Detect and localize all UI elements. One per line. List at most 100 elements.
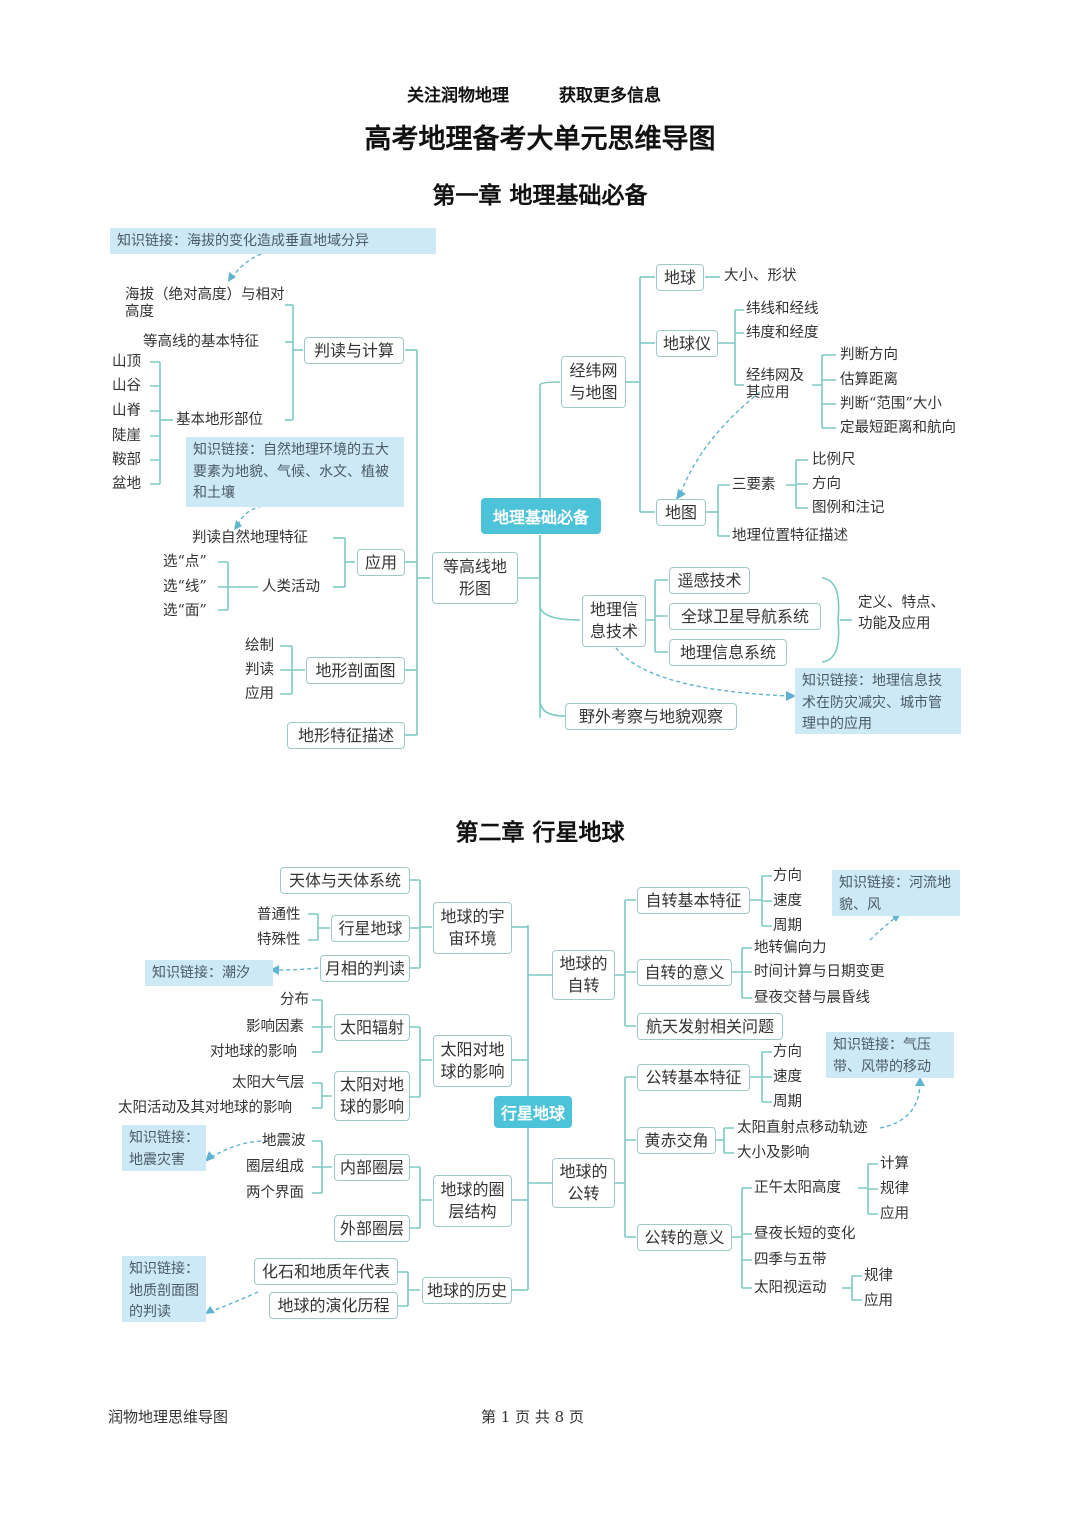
footer-left: 润物地理思维导图 (108, 1408, 229, 1426)
label-factors: 影响因素 (246, 1019, 304, 1035)
chapter2-title: 第二章 行星地球 (455, 820, 625, 846)
note-environment: 知识链接：自然地理环境的五大要素为地貌、气候、水文、植被和土壤 (186, 437, 404, 507)
rot-meaning-1: 时间计算与日期变更 (754, 964, 885, 980)
node-cosmic-env: 地球的宇宙环境 (433, 902, 512, 954)
grid-use-1: 估算距离 (840, 372, 898, 388)
node-terrain-desc: 地形特征描述 (287, 722, 405, 749)
select-0: 选“点” (163, 554, 207, 570)
element-0: 比例尺 (812, 452, 856, 468)
node-rev-meaning: 公转的意义 (637, 1224, 732, 1251)
label-location-desc: 地理位置特征描述 (732, 528, 848, 544)
node-rev-features: 公转基本特征 (637, 1064, 750, 1091)
node-gnss: 全球卫星导航系统 (669, 603, 821, 630)
node-rotation: 地球的自转 (552, 950, 615, 1000)
header-info: 获取更多信息 (559, 86, 661, 106)
label-day-length: 昼夜长短的变化 (754, 1226, 856, 1242)
node-rs: 遥感技术 (669, 567, 750, 594)
landform-0: 山顶 (112, 354, 141, 370)
label-particularity: 特殊性 (257, 932, 301, 948)
label-layers: 圈层组成 (246, 1159, 304, 1175)
note-section: 知识链接：地质剖面图的判读 (122, 1256, 206, 1322)
rev-item-0: 方向 (773, 1044, 802, 1060)
node-earth-layers: 地球的圈层结构 (433, 1175, 512, 1227)
obl-item-1: 大小及影响 (737, 1145, 810, 1161)
node-solar-on-earth: 太阳对地球的影响 (334, 1071, 410, 1121)
landform-1: 山谷 (112, 378, 141, 394)
node-planet-earth: 行星地球 (331, 915, 410, 942)
node-profile: 地形剖面图 (306, 657, 405, 684)
label-noon-sun: 正午太阳高度 (754, 1180, 841, 1196)
label-interfaces: 两个界面 (246, 1185, 304, 1201)
node-globe: 地球仪 (656, 330, 718, 357)
label-def-features: 定义、特点、功能及应用 (858, 595, 945, 633)
rot-item-2: 周期 (773, 918, 802, 934)
note-river: 知识链接：河流地貌、风 (832, 870, 960, 916)
main-title: 高考地理备考大单元思维导图 (364, 124, 716, 155)
obl-item-0: 太阳直射点移动轨迹 (737, 1120, 868, 1136)
node-sun-effect: 太阳对地球的影响 (433, 1035, 512, 1087)
node-read-calc: 判读与计算 (304, 337, 404, 364)
rot-item-0: 方向 (773, 868, 802, 884)
landform-2: 山脊 (112, 403, 141, 419)
rot-meaning-2: 昼夜交替与晨昏线 (754, 990, 870, 1006)
label-three-elements: 三要素 (732, 477, 776, 493)
label-earth-size: 大小、形状 (724, 268, 797, 284)
element-2: 图例和注记 (812, 500, 885, 516)
note-gis: 知识链接：地理信息技术在防灾减灾、城市管理中的应用 (795, 668, 961, 734)
noon-item-0: 计算 (880, 1156, 909, 1172)
label-contour-features: 等高线的基本特征 (143, 334, 259, 350)
root-node-ch2: 行星地球 (494, 1096, 572, 1128)
profile-item-0: 绘制 (245, 638, 274, 654)
label-distribution: 分布 (280, 992, 309, 1008)
rev-item-2: 周期 (773, 1094, 802, 1110)
footer-page: 第 1 页 共 8 页 (481, 1408, 584, 1426)
label-grid-app: 经纬网及其应用 (746, 368, 804, 402)
grid-use-2: 判断“范围”大小 (840, 396, 942, 412)
node-spaceflight: 航天发射相关问题 (637, 1013, 783, 1040)
label-universality: 普通性 (257, 907, 301, 923)
node-map: 地图 (656, 499, 706, 526)
node-inner-layers: 内部圈层 (334, 1154, 410, 1181)
node-solar-radiation: 太阳辐射 (334, 1014, 410, 1041)
label-lines1: 纬线和经线 (746, 301, 819, 317)
select-2: 选“面” (163, 603, 207, 619)
label-judge-natural: 判读自然地理特征 (192, 530, 308, 546)
rot-meaning-0: 地转偏向力 (754, 940, 827, 956)
landform-5: 盆地 (112, 476, 141, 492)
node-outer-layers: 外部圈层 (334, 1215, 410, 1242)
rev-item-1: 速度 (773, 1069, 802, 1085)
label-seasons: 四季与五带 (754, 1252, 827, 1268)
label-human-activity: 人类活动 (262, 579, 320, 595)
chapter1-title: 第一章 地理基础必备 (432, 183, 648, 209)
note-tide: 知识链接：潮汐 (145, 960, 273, 986)
header-follow: 关注润物地理 (407, 86, 509, 106)
node-grid-map: 经纬网与地图 (561, 356, 626, 408)
note-pressure: 知识链接：气压带、风带的移动 (826, 1032, 954, 1078)
node-geo-info-tech: 地理信息技术 (582, 595, 646, 647)
node-obliquity: 黄赤交角 (637, 1127, 716, 1154)
node-earth: 地球 (656, 264, 704, 291)
grid-use-3: 定最短距离和航向 (840, 420, 956, 436)
landform-3: 陡崖 (112, 428, 141, 444)
root-node-ch1: 地理基础必备 (481, 498, 601, 534)
node-contour-map: 等高线地形图 (432, 552, 518, 604)
node-revolution: 地球的公转 (552, 1158, 615, 1208)
node-apply: 应用 (357, 549, 405, 576)
node-fossils: 化石和地质年代表 (254, 1258, 398, 1285)
note-altitude: 知识链接：海拔的变化造成垂直地域分异 (110, 228, 436, 254)
node-celestial: 天体与天体系统 (280, 867, 410, 894)
node-rot-meaning: 自转的意义 (637, 959, 732, 986)
motion-item-1: 应用 (864, 1293, 893, 1309)
profile-item-2: 应用 (245, 686, 274, 702)
node-evolution: 地球的演化历程 (269, 1292, 398, 1319)
noon-item-1: 规律 (880, 1181, 909, 1197)
noon-item-2: 应用 (880, 1206, 909, 1222)
grid-use-0: 判断方向 (840, 347, 898, 363)
motion-item-0: 规律 (864, 1268, 893, 1284)
node-earth-history: 地球的历史 (422, 1277, 512, 1304)
element-1: 方向 (812, 476, 841, 492)
note-quake: 知识链接：地震灾害 (122, 1125, 206, 1171)
label-effect-on-earth: 对地球的影响 (210, 1044, 297, 1060)
node-moon-phase: 月相的判读 (320, 955, 410, 982)
